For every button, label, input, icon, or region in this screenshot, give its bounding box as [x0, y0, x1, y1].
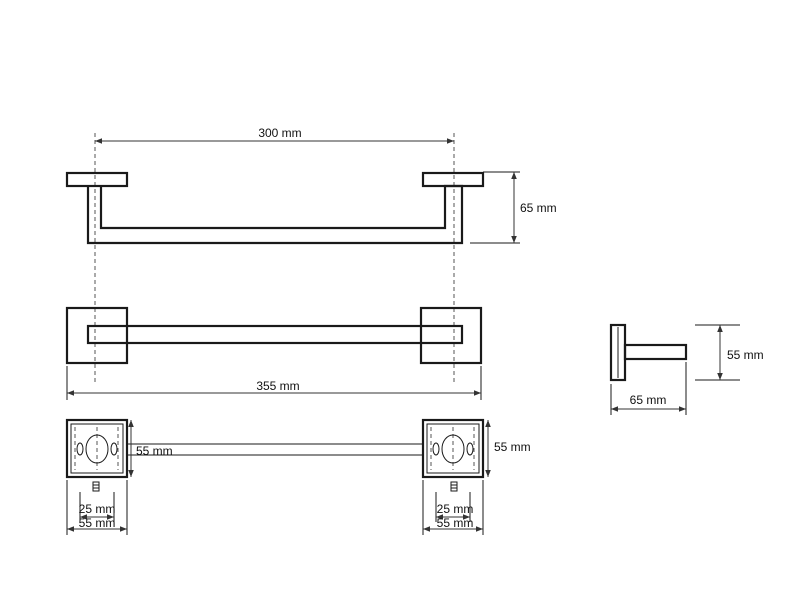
right-base-dimensions: 25 mm 55 mm	[422, 480, 484, 535]
left-center-hole	[85, 434, 109, 464]
screw-icon	[450, 481, 458, 492]
side-view-arm	[623, 343, 688, 361]
side-height-dimension: 55 mm	[695, 324, 764, 381]
overall-length-dimension: 355 mm	[66, 366, 482, 400]
front-view-right-base	[419, 306, 483, 365]
right-base-width-label: 55 mm	[437, 516, 474, 530]
top-view-left-flange	[65, 171, 129, 188]
center-distance-dimension: 300 mm	[95, 126, 454, 144]
bar-offset-label: 55 mm	[136, 444, 173, 458]
base-height-label: 55 mm	[494, 440, 531, 454]
overall-length-label: 355 mm	[256, 379, 299, 393]
back-view-left-base	[65, 418, 129, 492]
right-center-hole	[441, 434, 465, 464]
top-view-right-flange	[421, 171, 485, 188]
left-base-dimensions: 25 mm 55 mm	[66, 480, 128, 535]
projection-depth-dimension: 65 mm	[470, 171, 557, 244]
left-base-width-label: 55 mm	[79, 516, 116, 530]
center-lines	[94, 133, 455, 385]
back-view-right-base	[421, 418, 485, 492]
bar-offset-dimension: 55 mm	[128, 420, 173, 477]
front-view-left-base	[65, 306, 129, 365]
right-screw-hole	[110, 442, 118, 456]
screw-icon	[92, 481, 100, 492]
side-depth-label: 65 mm	[630, 393, 667, 407]
side-height-label: 55 mm	[727, 348, 764, 362]
base-height-dimension: 55 mm	[485, 420, 531, 477]
right-hole-spacing-label: 25 mm	[437, 502, 474, 516]
front-view	[65, 306, 483, 365]
side-view	[609, 323, 688, 382]
top-view-bar	[86, 184, 464, 245]
back-view	[65, 418, 485, 492]
top-view	[65, 171, 485, 245]
right-base-screw-hole-b	[466, 442, 474, 456]
left-hole-spacing-label: 25 mm	[79, 502, 116, 516]
projection-depth-label: 65 mm	[520, 201, 557, 215]
left-screw-hole	[76, 442, 84, 456]
side-depth-dimension: 65 mm	[610, 362, 687, 415]
front-view-bar	[86, 324, 464, 345]
right-base-screw-hole-a	[432, 442, 440, 456]
center-distance-label: 300 mm	[258, 126, 301, 140]
